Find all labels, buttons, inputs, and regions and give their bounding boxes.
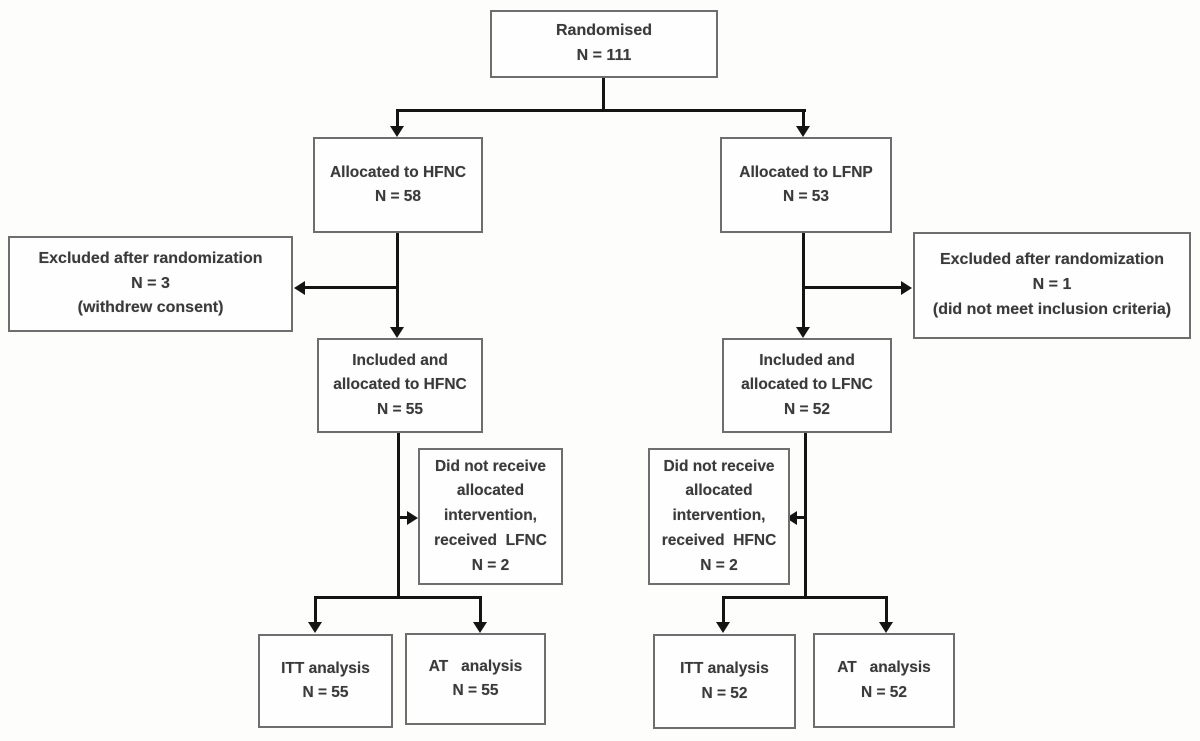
- arrowhead-to-notrec-right: [786, 511, 797, 525]
- node-count: N = 2: [700, 556, 738, 574]
- node-count: N = 52: [860, 683, 908, 701]
- node-count: N = 1: [1032, 276, 1072, 294]
- connector-included-lfnc-down: [804, 433, 807, 599]
- node-allocated-lfnp: Allocated to LFNP N = 53: [720, 137, 892, 233]
- connector-hfnc-to-included: [396, 233, 399, 328]
- connector-bottom-split-right: [722, 596, 888, 599]
- node-text: allocated to HFNC: [333, 376, 467, 394]
- connector-randomised-down: [602, 77, 605, 111]
- node-count: N = 55: [376, 400, 424, 418]
- node-text: intervention,: [443, 507, 537, 525]
- connector-drop-itt-left: [314, 596, 317, 624]
- node-text: Excluded after randomization: [38, 249, 263, 267]
- node-text: Did not receive: [663, 457, 775, 475]
- node-randomised: Randomised N = 111: [490, 10, 718, 78]
- node-count: N = 52: [783, 400, 831, 418]
- node-count: N = 111: [576, 47, 632, 64]
- node-text: ITT analysis: [281, 659, 370, 677]
- arrowhead-to-excluded-left: [294, 281, 305, 295]
- node-text: Allocated to HFNC: [329, 163, 467, 181]
- connector-drop-at-left: [479, 596, 482, 624]
- node-included-allocated-hfnc: Included and allocated to HFNC N = 55: [317, 338, 483, 433]
- node-count: N = 52: [701, 684, 748, 702]
- connector-drop-itt-right: [722, 596, 725, 624]
- node-excluded-after-randomization-right: Excluded after randomization N = 1 (did …: [913, 232, 1191, 339]
- node-count: N = 2: [471, 556, 510, 574]
- connector-lfnp-to-included: [802, 233, 805, 328]
- node-text: Did not receive: [434, 457, 547, 475]
- arrowhead-to-at-right: [879, 622, 893, 633]
- node-text: received LFNC: [434, 531, 547, 549]
- node-count: N = 53: [782, 188, 830, 205]
- arrowhead-to-included-hfnc: [390, 327, 404, 338]
- node-text: intervention,: [672, 507, 766, 525]
- node-text: ITT analysis: [680, 660, 769, 678]
- connector-to-notrec-left: [400, 516, 408, 519]
- node-did-not-receive-right: Did not receive allocated intervention, …: [648, 448, 790, 585]
- node-text: allocated: [456, 482, 525, 500]
- node-text: AT analysis: [837, 659, 931, 677]
- connector-top-split: [396, 109, 806, 112]
- connector-drop-hfnc: [396, 109, 399, 128]
- arrowhead-to-itt-right: [716, 622, 730, 633]
- node-itt-analysis-left: ITT analysis N = 55: [258, 634, 393, 728]
- arrowhead-to-excluded-right: [901, 281, 912, 295]
- node-at-analysis-right: AT analysis N = 52: [813, 633, 955, 728]
- node-text: Excluded after randomization: [939, 251, 1165, 269]
- node-count: N = 55: [452, 682, 499, 699]
- node-reason: (withdrew consent): [77, 299, 224, 317]
- node-allocated-hfnc: Allocated to HFNC N = 58: [313, 137, 483, 233]
- node-count: N = 3: [131, 274, 170, 292]
- arrowhead-to-at-left: [473, 622, 487, 633]
- node-text: received HFNC: [661, 531, 777, 549]
- arrowhead-to-itt-left: [308, 622, 322, 633]
- connector-bottom-split-left: [314, 596, 482, 599]
- connector-to-excluded-right: [804, 286, 902, 289]
- connector-to-excluded-left: [305, 286, 399, 289]
- node-count: N = 58: [374, 188, 422, 205]
- node-text: allocated to LFNC: [741, 376, 873, 394]
- node-did-not-receive-left: Did not receive allocated intervention, …: [418, 448, 563, 585]
- node-included-allocated-lfnc: Included and allocated to LFNC N = 52: [722, 338, 892, 433]
- node-itt-analysis-right: ITT analysis N = 52: [653, 634, 796, 729]
- node-text: AT analysis: [428, 657, 523, 675]
- node-excluded-after-randomization-left: Excluded after randomization N = 3 (with…: [8, 236, 293, 332]
- node-text: Included and: [759, 352, 855, 370]
- node-at-analysis-left: AT analysis N = 55: [405, 633, 546, 725]
- node-text: Randomised: [555, 22, 652, 40]
- arrowhead-to-allocated-lfnp: [796, 126, 810, 137]
- node-count: N = 55: [302, 684, 349, 701]
- node-text: Included and: [352, 352, 448, 370]
- connector-to-notrec-right: [797, 516, 805, 519]
- arrowhead-to-allocated-hfnc: [390, 126, 404, 137]
- connector-drop-lfnp: [802, 109, 805, 128]
- node-text: Allocated to LFNP: [739, 163, 873, 181]
- connector-included-hfnc-down: [397, 433, 400, 599]
- arrowhead-to-notrec-left: [407, 511, 418, 525]
- connector-drop-at-right: [885, 596, 888, 624]
- node-text: allocated: [685, 482, 753, 500]
- node-reason: (did not meet inclusion criteria): [932, 300, 1172, 318]
- arrowhead-to-included-lfnc: [796, 327, 810, 338]
